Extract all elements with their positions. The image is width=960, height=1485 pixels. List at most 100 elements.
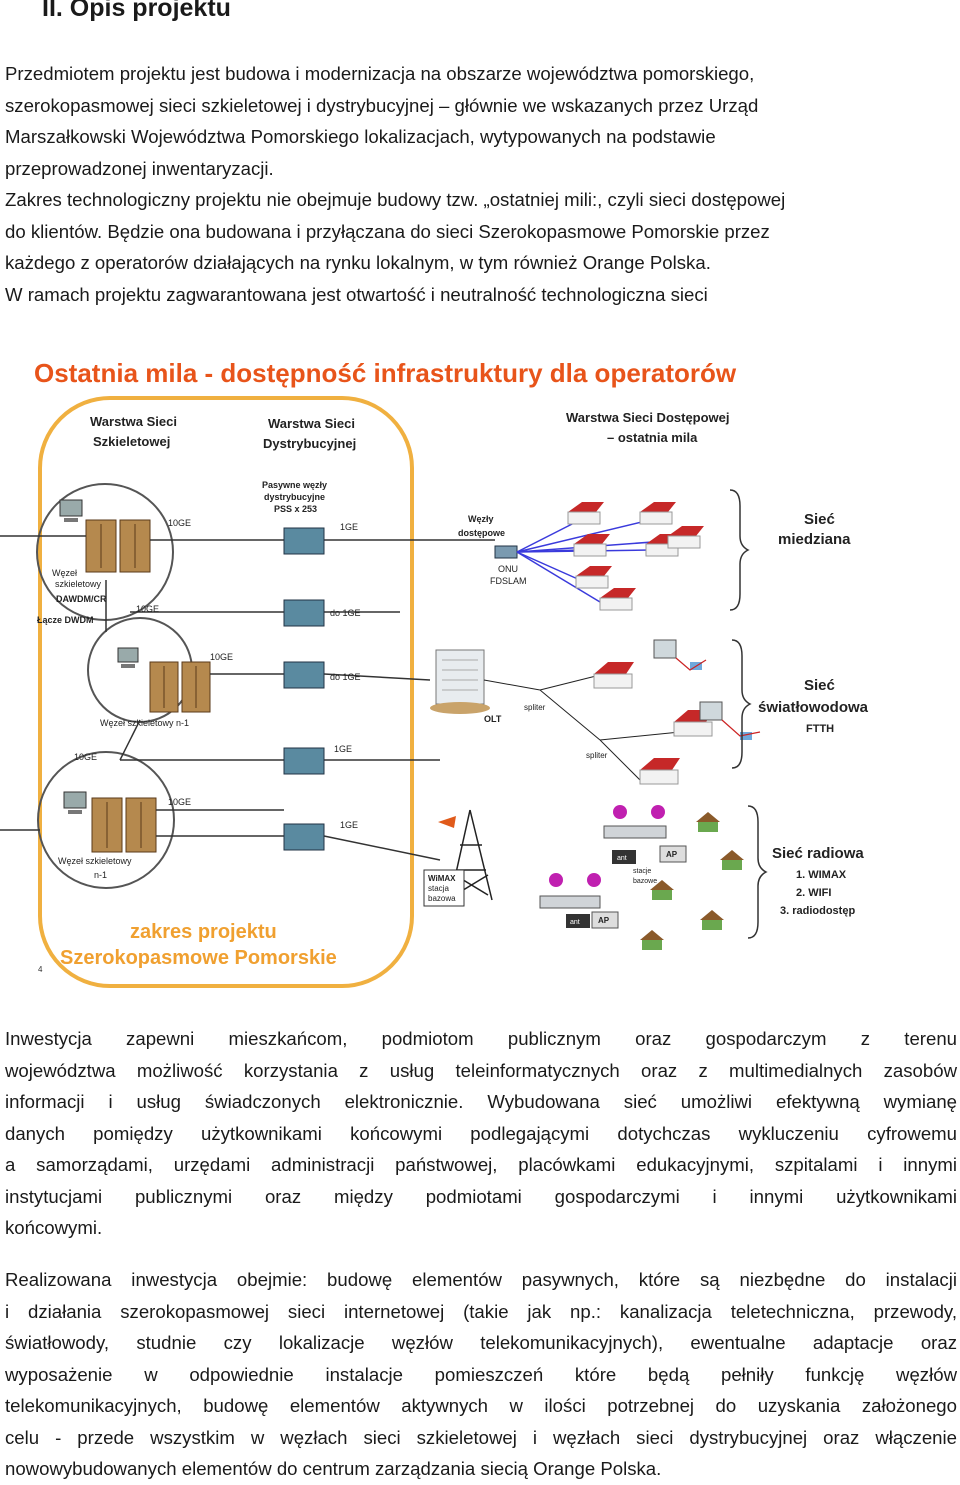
fiber-network-label: FTTH xyxy=(806,723,834,735)
text-line: Przedmiotem projektu jest budowa i moder… xyxy=(5,63,755,84)
text-line: każdego z operatorów działających na ryn… xyxy=(5,252,711,273)
text-line: końcowymi. xyxy=(5,1217,103,1238)
house-icon xyxy=(593,662,634,689)
copper-network-label: miedziana xyxy=(778,531,851,548)
text-line: nowowybudowanych elementów do centrum za… xyxy=(5,1458,662,1479)
text-line: Inwestycja zapewni mieszkańcom, podmioto… xyxy=(5,1028,957,1049)
text-line: celu - przede wszystkim w węzłach sieci … xyxy=(5,1426,957,1448)
layer-access-label: Warstwa Sieci Dostępowej xyxy=(566,410,730,425)
house-icon xyxy=(640,930,664,950)
text-line: do klientów. Będzie ona budowana i przył… xyxy=(5,220,770,242)
wimax-label: stacja xyxy=(428,884,449,893)
house-icon xyxy=(567,502,604,525)
link-label: 10GE xyxy=(168,518,191,528)
layer-backbone-label: Szkieletowej xyxy=(93,434,170,449)
backbone-node-circle xyxy=(37,751,175,889)
house-icon xyxy=(639,502,676,525)
backbone-node-label: n-1 xyxy=(94,870,107,880)
onu-device xyxy=(494,545,518,559)
text-line: danych pomiędzy użytkownikami końcowymi … xyxy=(5,1122,957,1144)
olt-cabinet xyxy=(430,649,490,714)
house-icon xyxy=(650,880,674,900)
backbone-node-label: Węzeł szkieletowy n-1 xyxy=(100,718,189,728)
splitter-label: spliter xyxy=(524,703,546,712)
radio-base-label: stacje xyxy=(633,868,651,875)
text-line: Zakres technologiczny projektu nie obejm… xyxy=(5,189,786,210)
text-line: a samorządami, urzędami administracji pa… xyxy=(5,1154,957,1175)
house-icon xyxy=(575,566,612,589)
ap-label: AP xyxy=(666,850,678,859)
project-scope-frame xyxy=(38,396,414,988)
text-line: szerokopasmowej sieci szkieletowej i dys… xyxy=(5,94,759,116)
radio-base-label: bazowe xyxy=(633,878,657,885)
link-label: 1GE xyxy=(340,820,358,830)
backbone-cabinet xyxy=(85,519,151,573)
wimax-label: WiMAX xyxy=(428,874,456,883)
text-line: światłowody, studnie czy lokalizacje węz… xyxy=(5,1332,957,1353)
house-icon xyxy=(639,758,680,785)
scope-paragraph: Realizowana inwestycja obejmie: budowę e… xyxy=(5,1264,957,1485)
layer-distribution-label: Dystrybucyjnej xyxy=(263,436,356,451)
backbone-node-circle xyxy=(36,483,174,621)
house-icon xyxy=(700,910,724,930)
project-scope-label: zakres projektu xyxy=(130,921,277,943)
passive-nodes-label: Pasywne węzły xyxy=(262,480,327,490)
computer-icon xyxy=(699,701,723,721)
passive-nodes-label: dystrybucyjne xyxy=(264,492,325,502)
text-line: W ramach projektu zagwarantowana jest ot… xyxy=(5,283,708,305)
house-icon xyxy=(573,534,610,557)
radio-network-label: 1. WIMAX xyxy=(796,869,847,881)
ant-label: ant xyxy=(570,919,580,926)
backbone-cabinet xyxy=(91,797,157,853)
diagram-title: Ostatnia mila - dostępność infrastruktur… xyxy=(34,358,737,388)
text-line: informacji i usług świadczonych elektron… xyxy=(5,1091,957,1112)
computer-icon xyxy=(117,647,139,668)
radio-base-unit xyxy=(539,895,619,929)
link-label: 10GE xyxy=(74,752,97,762)
investment-paragraph: Inwestycja zapewni mieszkańcom, podmioto… xyxy=(5,1023,957,1244)
link-label: do 1GE xyxy=(330,672,361,682)
wimax-label: bazowa xyxy=(428,894,456,903)
passive-nodes-label: PSS x 253 xyxy=(274,504,317,514)
distribution-switch xyxy=(283,527,325,851)
copper-network-label: Sieć xyxy=(804,511,835,528)
link-label: 1GE xyxy=(340,522,358,532)
bracket-brace xyxy=(729,489,768,939)
fiber-network-label: światłowodowa xyxy=(758,699,869,716)
link-label: 10GE xyxy=(210,652,233,662)
copper-links xyxy=(516,519,681,603)
text-line: instytucjami publicznymi oraz między pod… xyxy=(5,1185,957,1207)
network-diagram: Ostatnia mila - dostępność infrastruktur… xyxy=(0,358,869,988)
link-label: 10GE xyxy=(136,604,159,614)
onu-label: FDSLAM xyxy=(490,576,527,586)
radio-network-label: 3. radiodostęp xyxy=(780,905,855,917)
house-icon xyxy=(696,812,720,832)
backbone-node-label: Łącze DWDM xyxy=(37,615,94,625)
backbone-node-label: DAWDM/CR xyxy=(56,594,107,604)
section-heading: II. Opis projektu xyxy=(42,0,231,22)
ap-label: AP xyxy=(598,916,610,925)
access-nodes-label: Węzły xyxy=(468,514,494,524)
olt-label: OLT xyxy=(484,714,502,724)
access-nodes-label: dostępowe xyxy=(458,528,505,538)
text-line: województwa możliwość korzystania z usłu… xyxy=(5,1059,957,1081)
text-line: Realizowana inwestycja obejmie: budowę e… xyxy=(5,1269,957,1290)
layer-distribution-label: Warstwa Sieci xyxy=(268,416,355,431)
backbone-cabinet xyxy=(149,661,211,713)
backbone-node-label: Węzeł xyxy=(52,568,77,578)
link-label: 1GE xyxy=(334,744,352,754)
onu-label: ONU xyxy=(498,564,518,574)
computer-icon xyxy=(653,639,677,659)
wimax-label-box xyxy=(423,869,465,907)
link-label: 10GE xyxy=(168,797,191,807)
antenna-icon xyxy=(438,816,456,828)
radio-antenna-icon xyxy=(549,805,665,887)
text-line: telekomunikacyjnych, budowę elementów ak… xyxy=(5,1395,957,1416)
radio-network-label: 2. WIFI xyxy=(796,887,831,899)
computer-icon xyxy=(63,791,87,814)
text-line: wyposażenie w odpowiednie instalacje pom… xyxy=(5,1363,957,1385)
text-line: Marszałkowski Województwa Pomorskiego lo… xyxy=(5,126,716,147)
text-line: i działania szerokopasmowej sieci intern… xyxy=(5,1300,957,1322)
layer-access-label: – ostatnia mila xyxy=(607,430,698,445)
fiber-drop xyxy=(675,657,761,737)
